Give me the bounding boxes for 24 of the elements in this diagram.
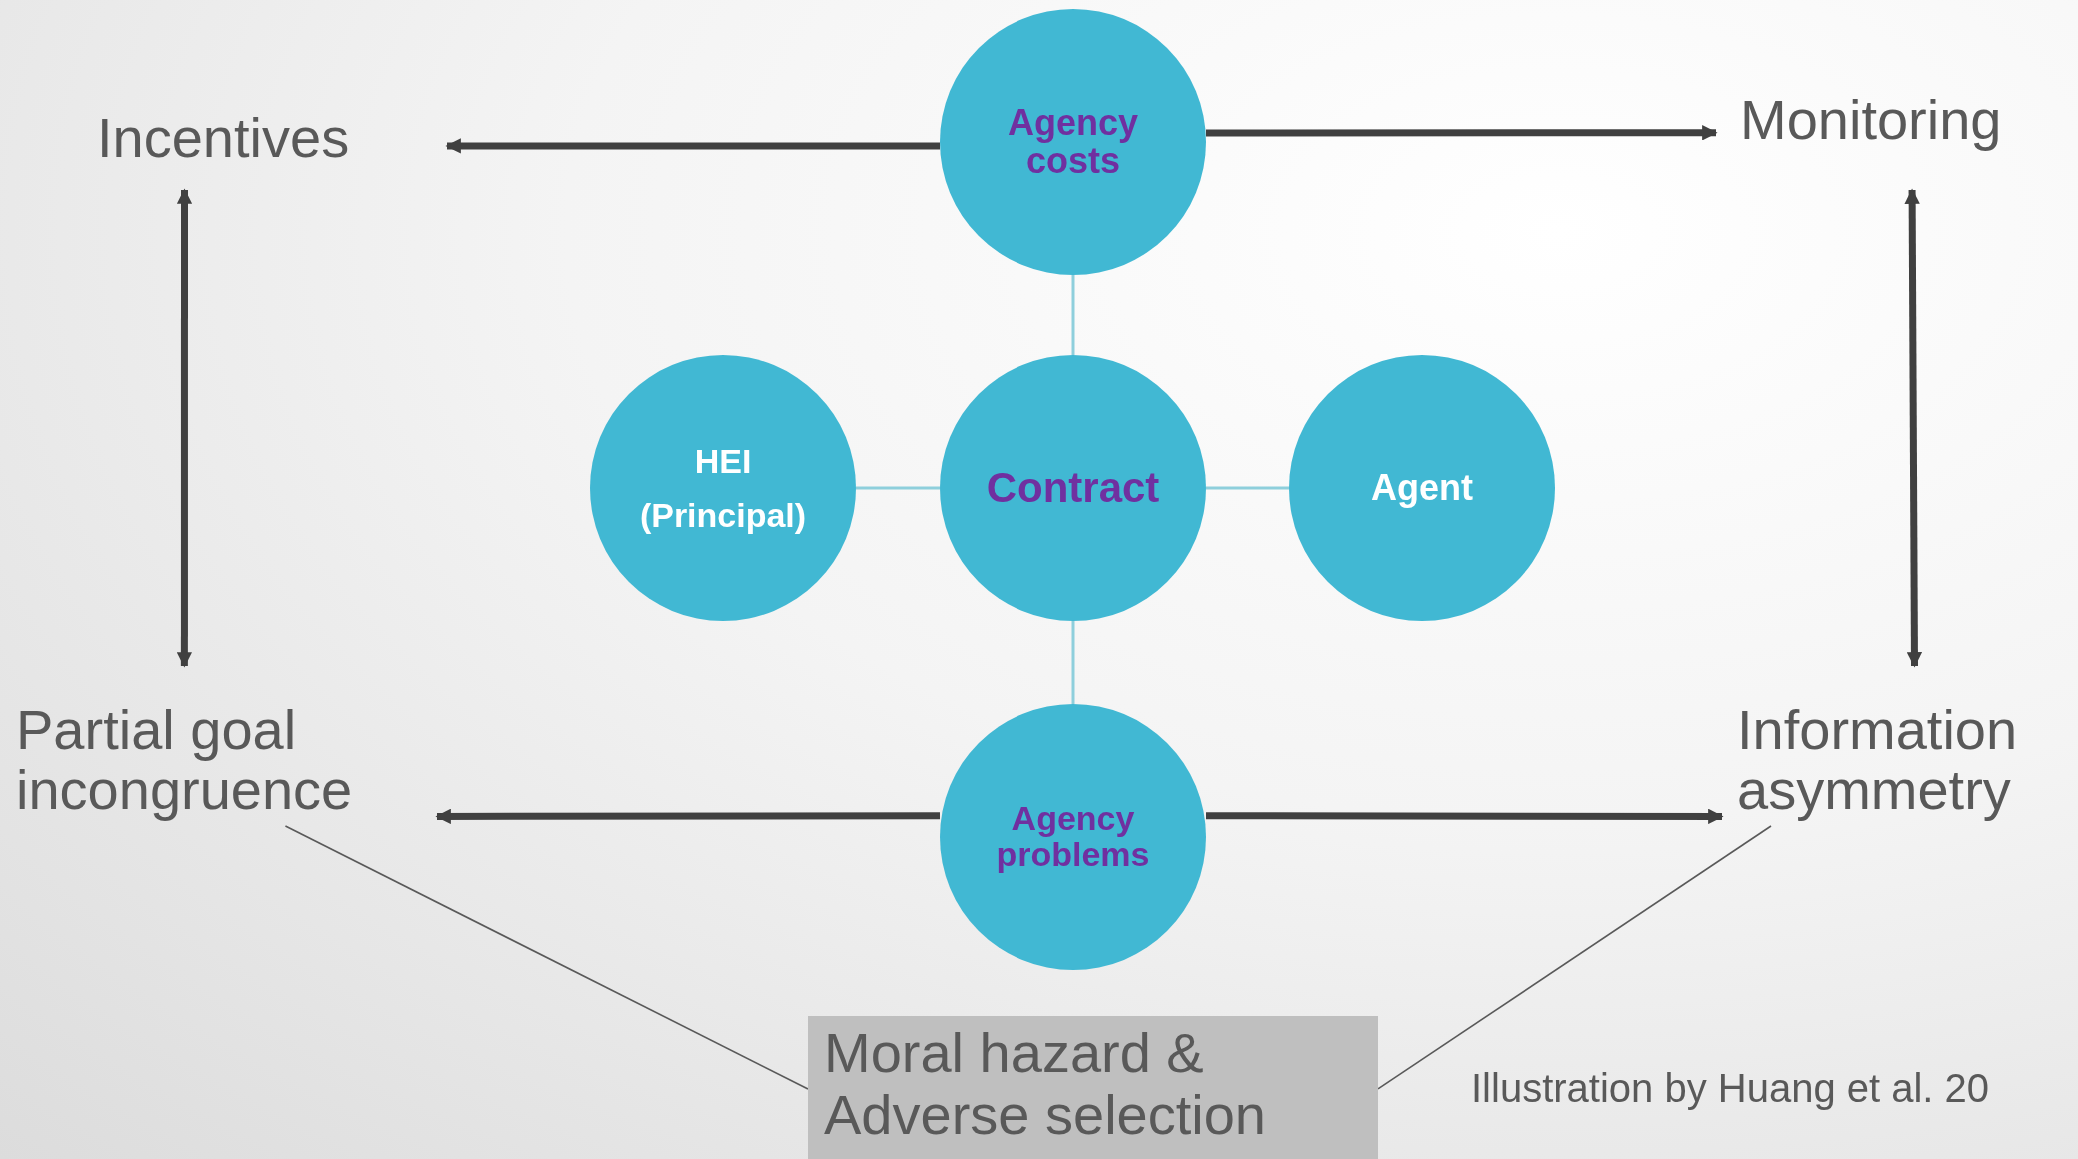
arrow bbox=[1904, 188, 1923, 668]
circle-label: Contract bbox=[986, 465, 1160, 511]
concept-label: Incentives bbox=[97, 108, 350, 168]
circle-label: Agent bbox=[1371, 469, 1473, 507]
box-label: Moral hazard & Adverse selection bbox=[824, 1022, 1267, 1148]
connector-line bbox=[856, 486, 940, 490]
arrow bbox=[435, 808, 940, 825]
connector-line bbox=[1206, 486, 1289, 490]
arrow bbox=[445, 138, 940, 154]
arrow bbox=[1206, 808, 1724, 825]
citation-note: Illustration by Huang et al. 20 bbox=[1471, 1066, 1990, 1111]
concept-label: Information asymmetry bbox=[1737, 700, 2019, 820]
concept-label: Monitoring bbox=[1740, 90, 2002, 150]
concept-label: Partial goal incongruence bbox=[16, 700, 354, 820]
highlight-box bbox=[808, 1016, 1378, 1159]
arrow bbox=[1206, 125, 1718, 141]
connector-line bbox=[284, 825, 809, 1090]
connector-line bbox=[1071, 621, 1075, 704]
circle-label: Agency problems bbox=[995, 801, 1151, 873]
arrow bbox=[176, 188, 193, 668]
circle-label: HEI (Principal) bbox=[638, 440, 808, 536]
connector-line bbox=[1071, 275, 1075, 355]
connector-line bbox=[1377, 825, 1772, 1090]
circle-label: Agency costs bbox=[1006, 104, 1139, 180]
